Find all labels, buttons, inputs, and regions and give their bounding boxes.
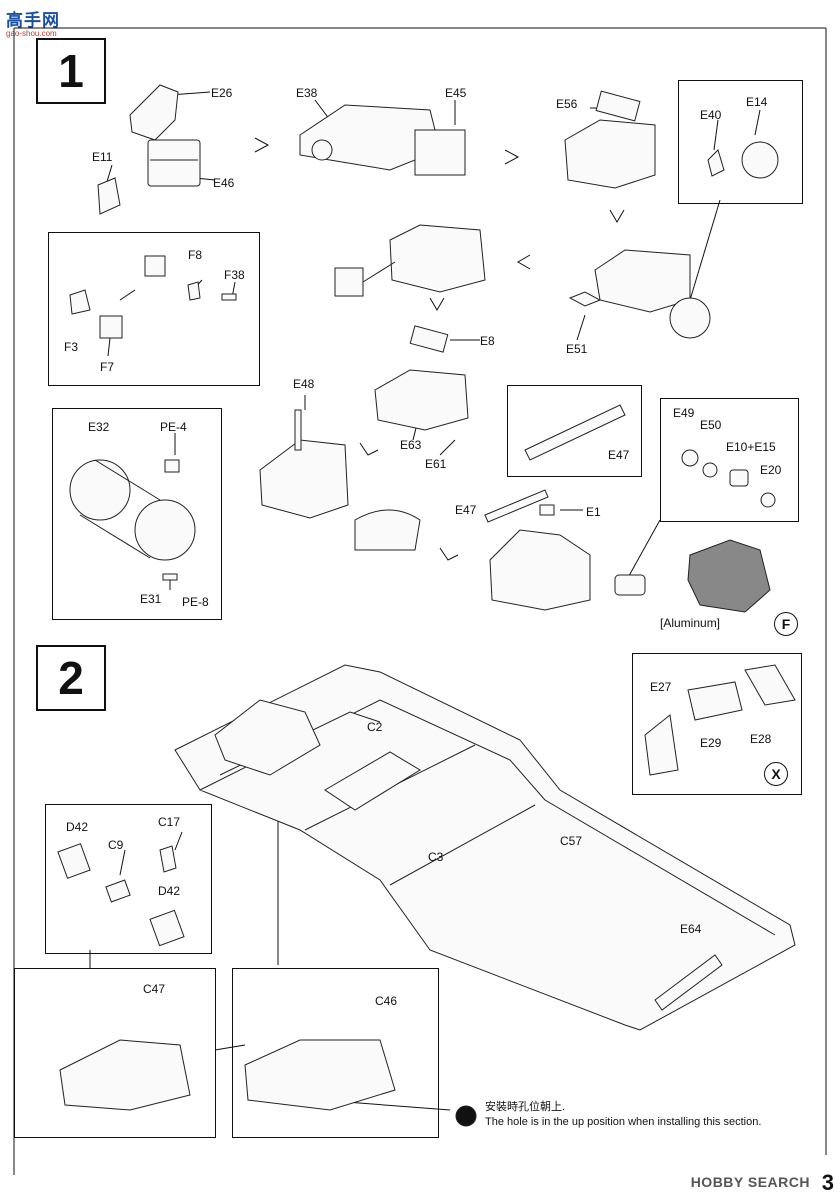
label-e47: E47 — [455, 503, 477, 517]
label-f3: F3 — [64, 340, 79, 354]
label-e26: E26 — [211, 86, 233, 100]
label-c9: C9 — [108, 838, 124, 852]
label-d42-bottom: D42 — [158, 884, 181, 898]
label-e1: E1 — [586, 505, 601, 519]
inset-c46 — [232, 968, 439, 1138]
label-e47-inset: E47 — [608, 448, 630, 462]
label-e27: E27 — [650, 680, 672, 694]
label-e32: E32 — [88, 420, 110, 434]
watermark-sub: gao-shou.com — [6, 29, 57, 38]
watermark-logo: 高手网 gao-shou.com — [6, 6, 60, 38]
label-e48: E48 — [293, 377, 315, 391]
label-d42-top: D42 — [66, 820, 89, 834]
footer-brand: HOBBY SEARCH — [690, 1174, 810, 1190]
label-f38: F38 — [224, 268, 245, 282]
label-e38: E38 — [296, 86, 318, 100]
label-c17: C17 — [158, 815, 181, 829]
label-e56: E56 — [556, 97, 578, 111]
label-c46: C46 — [375, 994, 398, 1008]
installation-note: 安裝時孔位朝上. The hole is in the up position … — [485, 1100, 761, 1130]
label-c47: C47 — [143, 982, 166, 996]
note-en: The hole is in the up position when inst… — [485, 1116, 762, 1128]
label-f8: F8 — [188, 248, 203, 262]
label-c2: C2 — [367, 720, 383, 734]
label-pe4: PE-4 — [160, 420, 187, 434]
label-e49: E49 — [673, 406, 695, 420]
label-e45: E45 — [445, 86, 467, 100]
marker-x: X — [764, 762, 788, 786]
inset-d42-c9 — [45, 804, 212, 954]
label-e11: E11 — [92, 150, 113, 164]
page-number: 3 — [821, 1170, 834, 1195]
label-e31: E31 — [140, 592, 162, 606]
label-e14: E14 — [746, 95, 768, 109]
inset-e40-e14 — [678, 80, 803, 204]
label-e40: E40 — [700, 108, 722, 122]
inset-e47 — [507, 385, 642, 477]
inset-x-parts — [632, 653, 802, 795]
label-f7: F7 — [100, 360, 115, 374]
label-e28: E28 — [750, 732, 772, 746]
label-e46: E46 — [213, 176, 235, 190]
inset-c47 — [14, 968, 216, 1138]
inset-e49-e20 — [660, 398, 799, 522]
step-2-number: 2 — [36, 645, 106, 711]
label-e51: E51 — [566, 342, 588, 356]
label-e64: E64 — [680, 922, 702, 936]
label-e29: E29 — [700, 736, 722, 750]
inset-e32-e31 — [52, 408, 222, 620]
label-e50: E50 — [700, 418, 722, 432]
watermark-main: 高手网 — [6, 11, 60, 30]
step-1-number: 1 — [36, 38, 106, 104]
label-e10-e15: E10+E15 — [726, 440, 776, 454]
inset-f-parts — [48, 232, 260, 386]
label-e63: E63 — [400, 438, 422, 452]
label-e61: E61 — [425, 457, 447, 471]
label-e20: E20 — [760, 463, 782, 477]
label-aluminum: [Aluminum] — [660, 616, 721, 630]
label-c3: C3 — [428, 850, 444, 864]
marker-f: F — [774, 612, 798, 636]
note-zh: 安裝時孔位朝上. — [485, 1101, 566, 1113]
label-e8: E8 — [480, 334, 495, 348]
label-c57: C57 — [560, 834, 583, 848]
label-pe8: PE-8 — [182, 595, 209, 609]
